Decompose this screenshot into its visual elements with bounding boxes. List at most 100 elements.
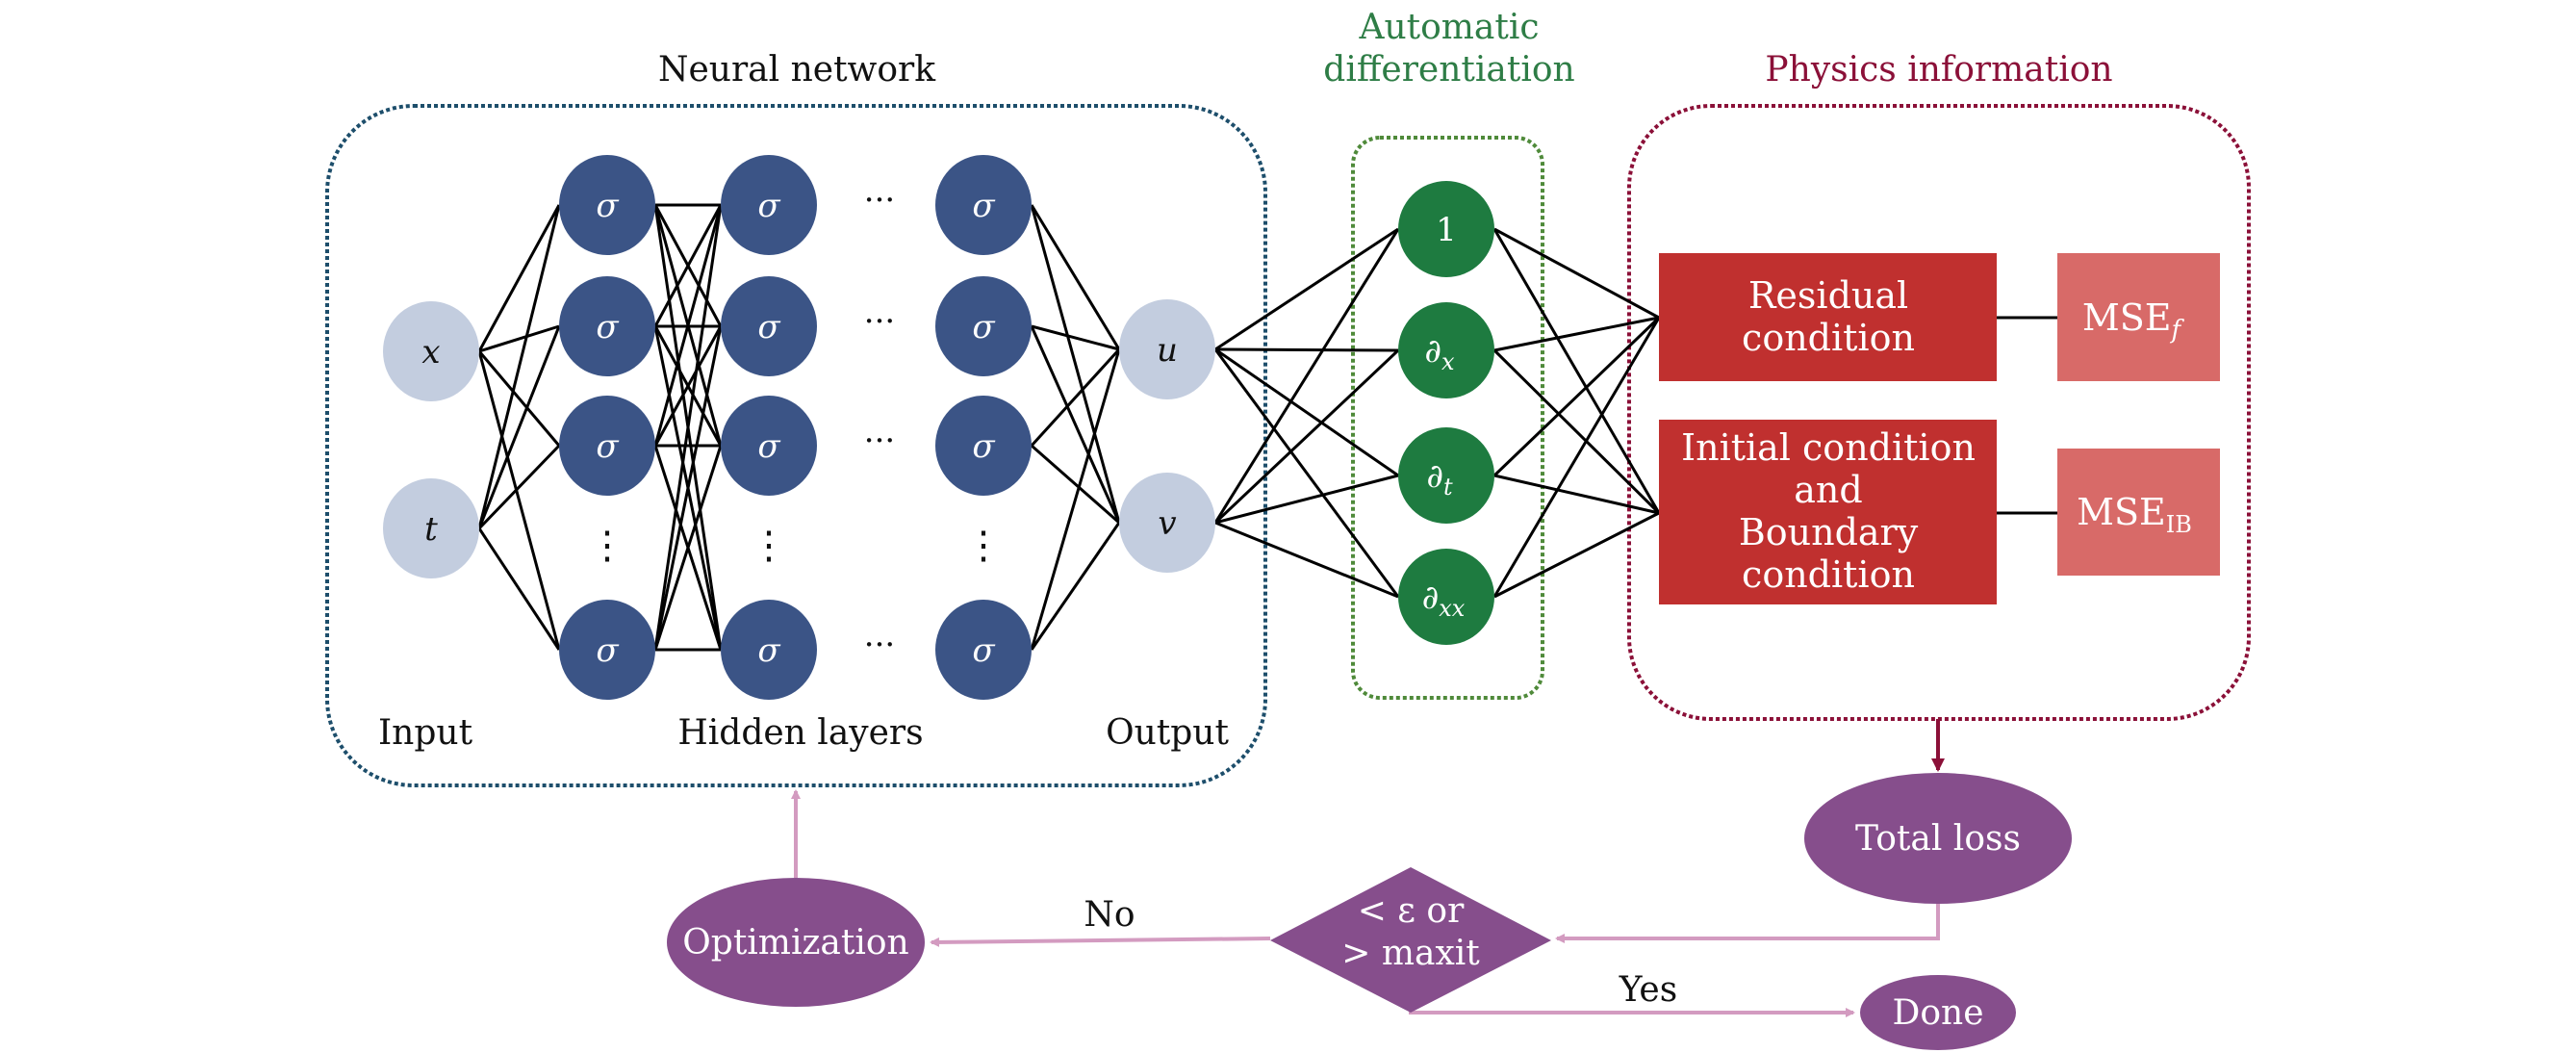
horizontal-ellipsis: ··· xyxy=(864,302,895,341)
autodiff-physics-edge xyxy=(1492,348,1661,515)
autodiff-physics-edge xyxy=(1493,474,1660,515)
sigma-label: σ xyxy=(596,308,619,347)
svg-text:x: x xyxy=(421,333,440,372)
hidden-output-edge xyxy=(1030,522,1121,651)
convergence-decision: < ε or > maxit xyxy=(1270,867,1551,1013)
output-autodiff-edge xyxy=(1214,521,1399,599)
horizontal-ellipsis: ··· xyxy=(864,181,895,219)
sigma-label: σ xyxy=(757,631,780,670)
output-autodiff-edge xyxy=(1214,227,1399,351)
partial-subscript: xx xyxy=(1439,595,1466,622)
hidden-node: σ xyxy=(935,276,1032,376)
autodiff-node-identity: 1 xyxy=(1398,181,1494,277)
svg-text:∂xx: ∂xx xyxy=(1422,578,1466,622)
partial-symbol: ∂ xyxy=(1426,457,1443,496)
horizontal-ellipsis: ··· xyxy=(864,422,895,460)
total-loss-to-decision-arrow xyxy=(1555,904,1940,943)
input-hidden-edge xyxy=(477,350,561,447)
hidden-hidden-edge xyxy=(653,325,723,447)
hidden-node-circle xyxy=(559,155,655,255)
autodiff-physics-edge xyxy=(1493,227,1660,320)
sigma-label: σ xyxy=(596,631,619,670)
svg-text:Optimization: Optimization xyxy=(682,923,908,963)
output-autodiff-edge xyxy=(1214,347,1399,477)
sigma-label: σ xyxy=(757,308,780,347)
hidden-output-edge xyxy=(1030,348,1121,651)
hidden-output-edge xyxy=(1031,324,1120,351)
hidden-output-edge xyxy=(1031,444,1120,525)
autodiff-node-dxx: ∂xx xyxy=(1398,549,1494,645)
hidden-node-circle xyxy=(721,600,817,700)
total-loss-node: Total loss xyxy=(1804,773,2072,904)
hidden-node: σ xyxy=(935,600,1032,700)
hidden-node-circle xyxy=(935,396,1032,496)
hidden-node: σ xyxy=(935,396,1032,496)
autodiff-physics-edge xyxy=(1492,316,1661,477)
connection-edges xyxy=(477,203,1661,652)
output-label: Output xyxy=(1106,713,1229,753)
autodiff-title-line2: differentiation xyxy=(1323,50,1574,90)
mse-f-main: MSE xyxy=(2082,296,2172,339)
svg-text:MSEf: MSEf xyxy=(2082,296,2185,345)
sigma-label: σ xyxy=(972,187,995,225)
svg-text:Residual: Residual xyxy=(1748,274,1908,317)
horizontal-ellipsis: ··· xyxy=(864,626,895,664)
done-node: Done xyxy=(1860,975,2016,1050)
no-label: No xyxy=(1084,895,1135,935)
svg-text:condition: condition xyxy=(1742,553,1915,596)
vertical-ellipsis: ⋮ xyxy=(964,524,1003,568)
partial-symbol: ∂ xyxy=(1422,578,1440,617)
autodiff-container xyxy=(1351,136,1544,700)
output-autodiff-edge xyxy=(1213,348,1400,598)
svg-text:< ε or: < ε or xyxy=(1358,891,1465,931)
hidden-node: σ xyxy=(559,155,655,255)
neural-network-title: Neural network xyxy=(658,50,936,90)
input-hidden-edge xyxy=(477,444,561,530)
hidden-hidden-edge xyxy=(653,204,723,447)
svg-text:1: 1 xyxy=(1436,211,1457,249)
hidden-node-circle xyxy=(935,600,1032,700)
autodiff-node-dx: ∂x xyxy=(1398,302,1494,398)
yes-arrow xyxy=(1409,1008,1855,1017)
sigma-label: σ xyxy=(972,308,995,347)
vertical-ellipsis: ⋮ xyxy=(588,524,626,568)
hidden-node-circle xyxy=(721,155,817,255)
initial-boundary-condition-box: Initial condition and Boundary condition xyxy=(1659,420,1997,604)
output-autodiff-edge xyxy=(1213,348,1400,525)
input-hidden-edge xyxy=(477,204,561,352)
mse-f-box: MSEf xyxy=(2057,253,2220,381)
input-node-t: t xyxy=(383,478,479,578)
output-autodiff-edge xyxy=(1214,474,1399,525)
vertical-ellipsis: ⋮ xyxy=(750,524,788,568)
hidden-node-circle xyxy=(935,276,1032,376)
autodiff-physics-edge xyxy=(1493,511,1660,599)
output-node-u: u xyxy=(1119,299,1215,399)
hidden-node: σ xyxy=(721,276,817,376)
svg-text:∂t: ∂t xyxy=(1426,457,1453,501)
hidden-output-edge xyxy=(1030,204,1121,524)
svg-text:Total loss: Total loss xyxy=(1855,819,2021,859)
svg-text:> maxit: > maxit xyxy=(1341,934,1480,973)
output-autodiff-edge xyxy=(1214,347,1399,352)
hidden-node: σ xyxy=(721,155,817,255)
input-hidden-edge xyxy=(477,204,561,529)
input-hidden-edge xyxy=(477,325,561,529)
hidden-node-circle xyxy=(559,276,655,376)
svg-text:Boundary: Boundary xyxy=(1739,511,1919,553)
hidden-node-circle xyxy=(721,396,817,496)
hidden-node-circle xyxy=(559,600,655,700)
hidden-node-circle xyxy=(935,155,1032,255)
autodiff-title-line1: Automatic xyxy=(1358,8,1539,47)
sigma-label: σ xyxy=(972,427,995,466)
input-label: Input xyxy=(378,713,473,753)
hidden-hidden-edge xyxy=(653,325,723,651)
svg-text:∂x: ∂x xyxy=(1424,332,1455,375)
svg-text:t: t xyxy=(424,510,438,549)
hidden-node-circle xyxy=(721,276,817,376)
hidden-layers-label: Hidden layers xyxy=(677,713,923,753)
hidden-node: σ xyxy=(721,600,817,700)
hidden-hidden-edge xyxy=(653,445,723,651)
sigma-label: σ xyxy=(596,427,619,466)
